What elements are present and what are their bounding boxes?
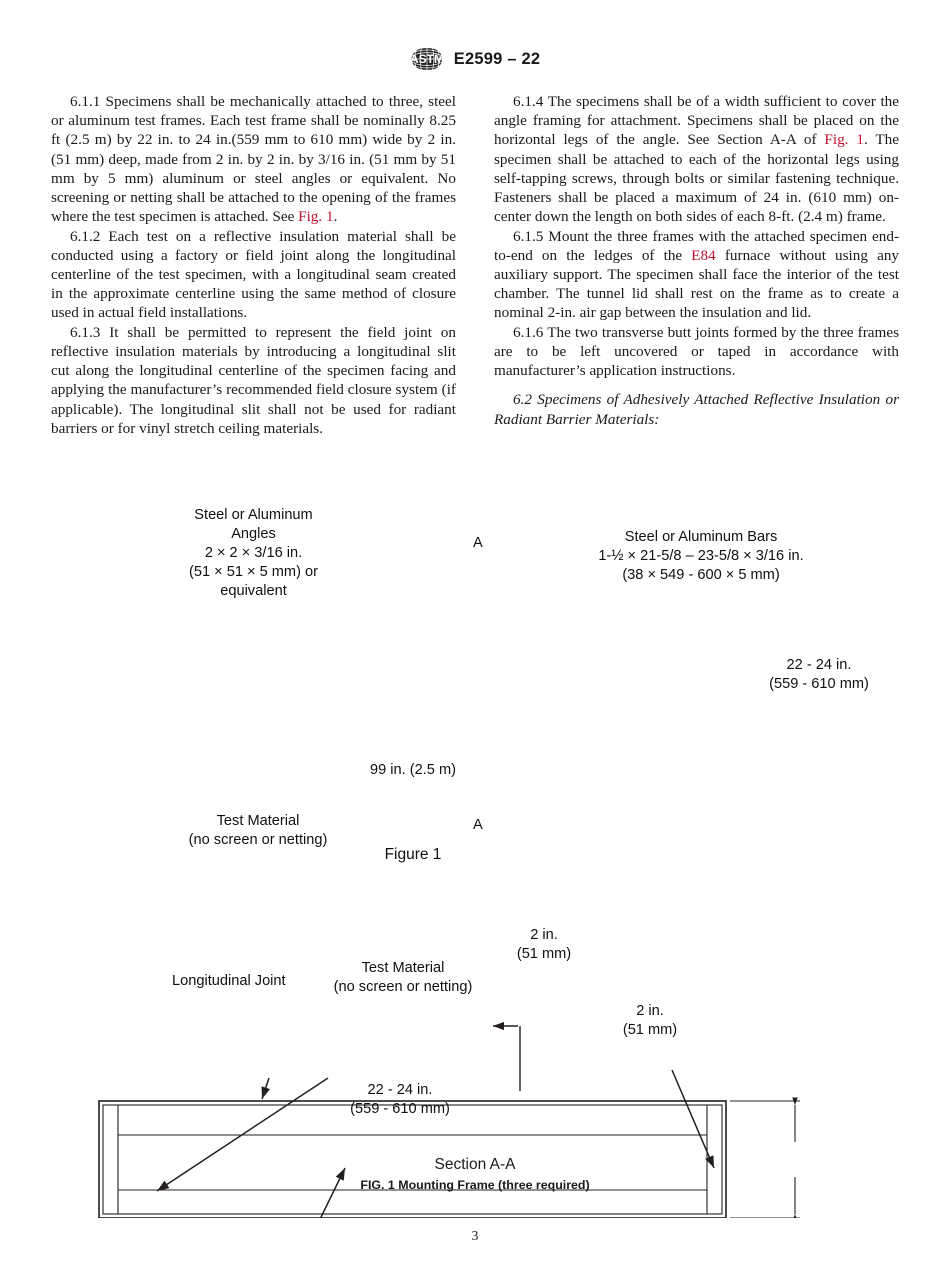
bars-callout-label: Steel or Aluminum Bars 1-½ × 21-5/8 – 23… [598, 529, 804, 584]
section-a-a-title: Section A-A [434, 1156, 516, 1173]
angles-callout-label: Steel or Aluminum Angles 2 × 2 × 3/16 in… [189, 507, 318, 600]
cross-reference-link[interactable]: Fig. 1 [824, 131, 864, 149]
page-number: 3 [471, 1228, 479, 1243]
paragraph-6.1.1: 6.1.1 Specimens shall be mechanically at… [51, 93, 456, 226]
section-overall-width-label: 22 - 24 in. (559 - 610 mm) [350, 1082, 450, 1118]
test-material-callout-label: Test Material (no screen or netting) [188, 813, 328, 849]
leg-width-dimension-label: 2 in. (51 mm) [516, 927, 572, 963]
right-text-column: 6.1.4 The specimens shall be of a width … [494, 92, 899, 438]
paragraph-6.2: 6.2 Specimens of Adhesively Attached Ref… [494, 391, 899, 428]
section-test-material-callout-label: Test Material (no screen or netting) [333, 960, 473, 996]
paragraph-6.1.6: 6.1.6 The two transverse butt joints for… [494, 323, 899, 380]
cross-reference-link[interactable]: Fig. 1 [298, 208, 334, 226]
figure-1-block: Steel or Aluminum Angles 2 × 2 × 3/16 in… [0, 478, 950, 1218]
paragraph-6.1.3: 6.1.3 It shall be permitted to represent… [51, 323, 456, 437]
frame-width-dimension-label: 22 - 24 in. (559 - 610 mm) [769, 657, 869, 693]
svg-text:ASTM: ASTM [410, 52, 444, 66]
figure-1-title-label: Figure 1 [384, 846, 442, 863]
body-columns: 6.1.1 Specimens shall be mechanically at… [51, 92, 899, 438]
page-header: ASTM E2599 – 22 [0, 46, 950, 72]
astm-logo-icon: ASTM [410, 46, 444, 72]
cross-reference-link[interactable]: E84 [691, 246, 716, 264]
frame-length-dimension-label: 99 in. (2.5 m) [370, 762, 456, 778]
paragraph-6.1.5: 6.1.5 Mount the three frames with the at… [494, 227, 900, 322]
paragraph-6.1.4: 6.1.4 The specimens shall be of a width … [494, 93, 899, 226]
longitudinal-joint-callout-label: Longitudinal Joint [172, 973, 286, 989]
figure-caption: FIG. 1 Mounting Frame (three required) [360, 1178, 590, 1192]
section-mark-a-top-label: A [473, 535, 483, 551]
width-dimension [730, 1097, 800, 1218]
leader-lines [156, 1069, 715, 1218]
section-marks [493, 1021, 521, 1091]
standard-designation: E2599 – 22 [453, 49, 541, 68]
leg-height-dimension-label: 2 in. (51 mm) [622, 1003, 678, 1039]
left-text-column: 6.1.1 Specimens shall be mechanically at… [51, 92, 456, 438]
paragraph-6.1.2: 6.1.2 Each test on a reflective insulati… [51, 227, 456, 322]
section-mark-a-bottom-label: A [473, 817, 483, 833]
